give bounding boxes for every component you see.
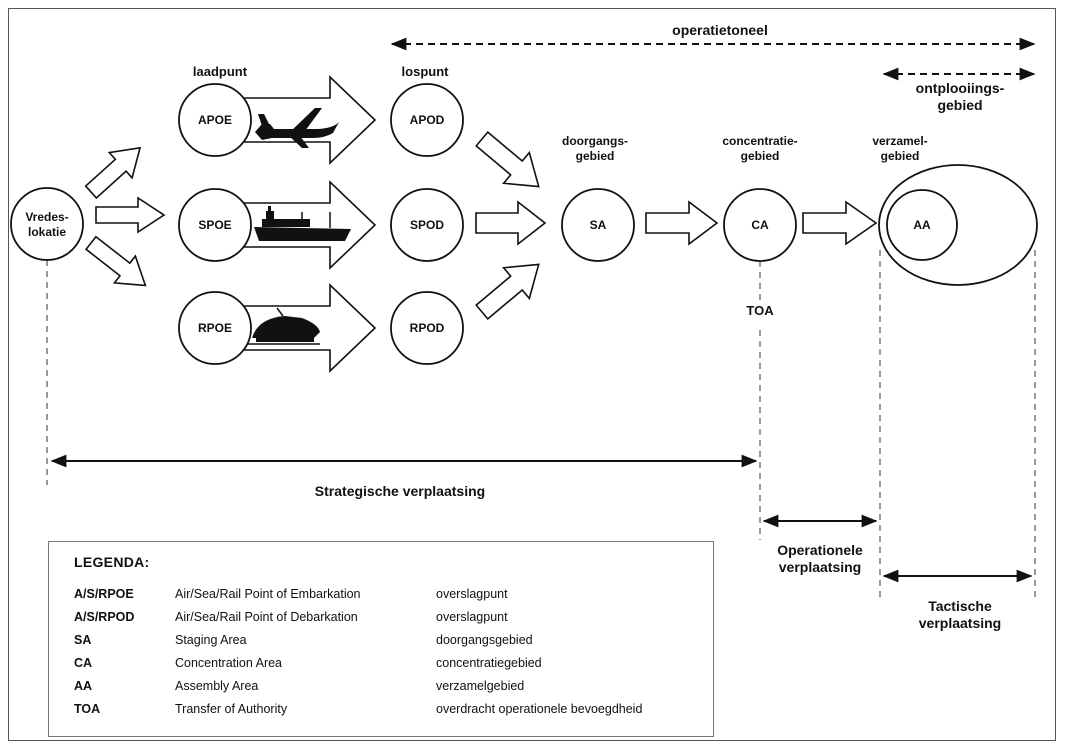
- circle-ca: [723, 188, 797, 262]
- legend-english: Air/Sea/Rail Point of Embarkation: [175, 587, 361, 601]
- circle-rpoe: [178, 291, 252, 365]
- circle-spod: [390, 188, 464, 262]
- arrow-vredes-to-spoe: [95, 196, 166, 234]
- circle-apoe: [178, 83, 252, 157]
- legend-abbr: CA: [74, 656, 93, 670]
- legend-dutch: overslagpunt: [436, 587, 508, 601]
- circle-rpod: [390, 291, 464, 365]
- legend-dutch: verzamelgebied: [436, 679, 525, 693]
- legend-english: Staging Area: [175, 633, 247, 647]
- arrow-rpod-to-sa: [475, 263, 540, 321]
- circle-spoe: [178, 188, 252, 262]
- node-circles: [10, 83, 1038, 365]
- ship-icon: [254, 206, 351, 241]
- legend-abbr: A/S/RPOD: [74, 610, 135, 624]
- node-aa: AA: [913, 218, 931, 232]
- node-spod: SPOD: [409, 218, 444, 232]
- lospunt-label: lospunt: [401, 64, 449, 79]
- legend-title: LEGENDA:: [74, 554, 150, 570]
- ontplooiingsgebied-label: ontplooiings- gebied: [915, 80, 1005, 113]
- airplane-icon: [255, 108, 339, 148]
- arrow-apod-to-sa: [475, 130, 540, 188]
- circle-aa: [886, 189, 958, 261]
- circle-sa: [561, 188, 635, 262]
- node-sa: SA: [589, 218, 607, 232]
- legend-english: Concentration Area: [175, 656, 283, 670]
- flow-arrows: [84, 75, 878, 373]
- legend-abbr: AA: [74, 679, 93, 693]
- legend-english: Transfer of Authority: [175, 702, 288, 716]
- verzamelgebied-label: verzamel- gebied: [872, 134, 928, 163]
- tactical-movement-label: Tactische verplaatsing: [918, 598, 1002, 631]
- legend-dutch: concentratiegebied: [436, 656, 542, 670]
- legend-abbr: SA: [74, 633, 92, 647]
- arrow-vredes-to-rpoe: [84, 235, 147, 287]
- legend-abbr: TOA: [74, 702, 101, 716]
- doorgangsgebied-label: doorgangs- gebied: [562, 134, 628, 163]
- arrow-spod-to-sa: [475, 200, 547, 246]
- legend-dutch: overdracht operationele bevoegdheid: [436, 702, 643, 716]
- arrow-ca-to-aa: [802, 200, 878, 246]
- operatietoneel-label: operatietoneel: [672, 22, 768, 38]
- node-rpod: RPOD: [409, 321, 445, 335]
- diagram-frame: [8, 8, 1056, 741]
- node-spoe: SPOE: [198, 218, 232, 232]
- legend-dutch: overslagpunt: [436, 610, 508, 624]
- node-apoe: APOE: [197, 113, 232, 127]
- toa-label: TOA: [746, 303, 774, 318]
- node-vredeslokatie: Vredes- lokatie: [25, 210, 69, 239]
- node-apod: APOD: [409, 113, 445, 127]
- circle-apod: [390, 83, 464, 157]
- concentratiegebied-label: concentratie- gebied: [722, 134, 798, 163]
- circle-vredeslokatie: [10, 187, 84, 261]
- operational-movement-label: Operationele verplaatsing: [777, 542, 863, 575]
- node-ca: CA: [751, 218, 769, 232]
- legend-english: Air/Sea/Rail Point of Debarkation: [175, 610, 358, 624]
- legend-english: Assembly Area: [175, 679, 259, 693]
- node-rpoe: RPOE: [197, 321, 232, 335]
- arrow-vredes-to-apoe: [84, 146, 142, 200]
- guide-lines: [46, 250, 1036, 600]
- legend-box: LEGENDA: A/S/RPOE Air/Sea/Rail Point of …: [48, 541, 714, 737]
- legend-abbr: A/S/RPOE: [74, 587, 134, 601]
- train-icon: [248, 307, 320, 345]
- laadpunt-label: laadpunt: [192, 64, 248, 79]
- arrow-sa-to-ca: [645, 200, 719, 246]
- legend-dutch: doorgangsgebied: [436, 633, 533, 647]
- strategic-movement-label: Strategische verplaatsing: [314, 483, 486, 499]
